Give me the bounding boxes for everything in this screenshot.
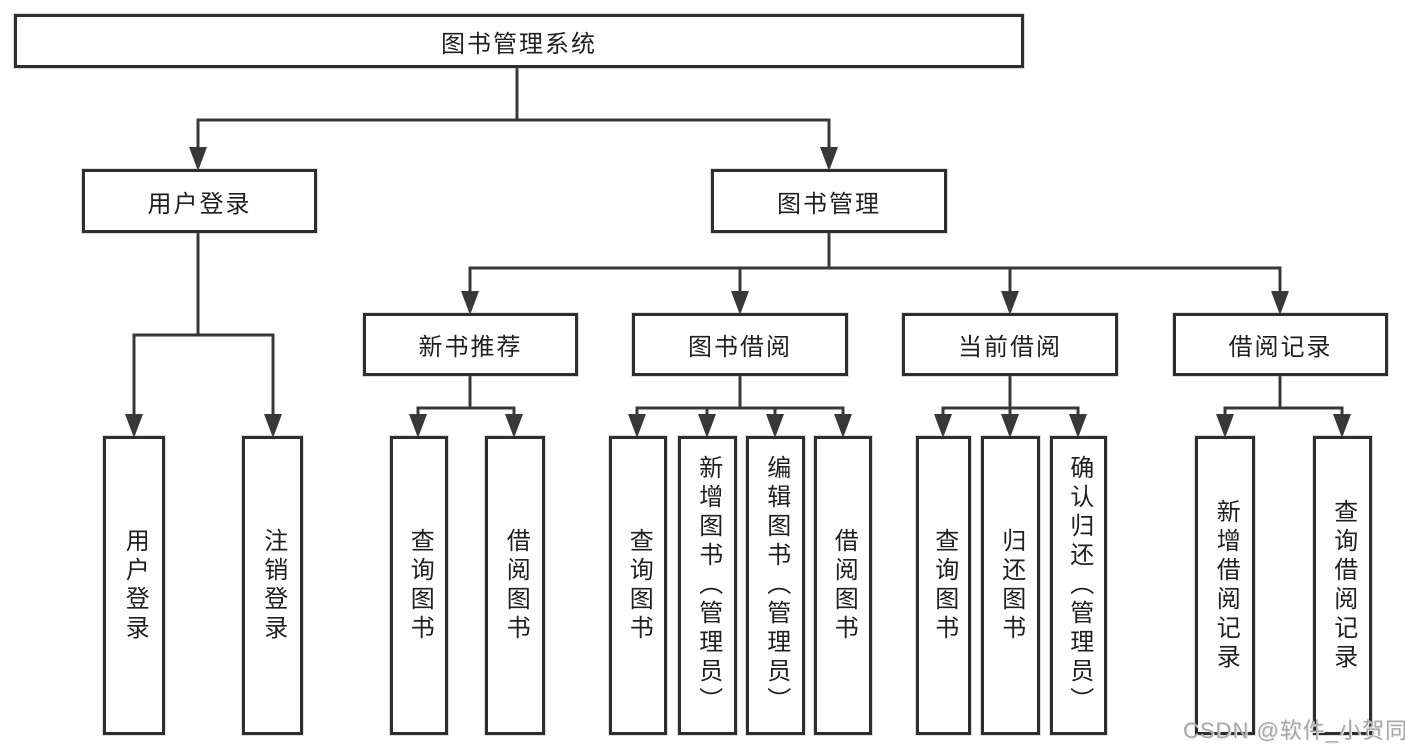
leaf-user-login-label: 用户登录 — [121, 527, 149, 644]
leaf-cb-query-books: 查询图书 — [916, 436, 971, 735]
arrowhead — [1069, 414, 1087, 438]
node-new-book-rec: 新书推荐 — [363, 313, 578, 376]
leaf-cb-confirm-return-label: 确认归还（管理员） — [1065, 455, 1093, 716]
leaf-rec-add-record-label: 新增借阅记录 — [1212, 498, 1240, 673]
connector-current-borrow-children — [934, 374, 1087, 438]
leaf-cb-query-books-label: 查询图书 — [930, 527, 958, 644]
connector-borrow-records-children — [1216, 374, 1351, 438]
node-root-label: 图书管理系统 — [441, 30, 597, 58]
leaf-bb-query-books: 查询图书 — [609, 436, 667, 735]
csdn-watermark: CSDN @软件_小贺同学 — [1183, 718, 1405, 743]
node-book-borrow-label: 图书借阅 — [688, 334, 792, 361]
arrowhead — [934, 414, 952, 438]
leaf-nbr-query-books-label: 查询图书 — [406, 527, 434, 644]
arrowhead — [505, 414, 523, 438]
leaf-logout: 注销登录 — [242, 436, 303, 735]
arrowhead — [628, 414, 646, 438]
leaf-nbr-query-books: 查询图书 — [390, 436, 448, 735]
node-borrow-records: 借阅记录 — [1173, 313, 1388, 376]
arrowhead — [189, 147, 207, 171]
node-book-mgmt: 图书管理 — [711, 169, 947, 233]
connector-book-borrow-children — [628, 374, 852, 438]
leaf-cb-return-books-label: 归还图书 — [997, 527, 1025, 644]
leaf-logout-label: 注销登录 — [259, 527, 287, 644]
connector-root-to-level2 — [189, 66, 838, 171]
leaf-bb-borrow-books-label: 借阅图书 — [830, 527, 858, 644]
arrowhead — [1216, 414, 1234, 438]
arrowhead — [1001, 291, 1019, 315]
arrowhead — [698, 414, 716, 438]
leaf-bb-add-books: 新增图书（管理员） — [678, 436, 737, 735]
node-user-login: 用户登录 — [82, 169, 317, 233]
node-book-borrow: 图书借阅 — [632, 313, 848, 376]
node-book-mgmt-label: 图书管理 — [777, 190, 881, 218]
arrowhead — [264, 414, 282, 438]
node-root: 图书管理系统 — [14, 14, 1024, 68]
arrowhead — [731, 291, 749, 315]
leaf-cb-return-books: 归还图书 — [981, 436, 1040, 735]
node-borrow-records-label: 借阅记录 — [1228, 334, 1333, 361]
arrowhead — [125, 414, 143, 438]
connector-new-book-rec-children — [409, 374, 523, 438]
connector-book-mgmt-children — [461, 231, 1289, 315]
leaf-nbr-borrow-books-label: 借阅图书 — [502, 527, 530, 644]
leaf-rec-query-record: 查询借阅记录 — [1313, 436, 1372, 735]
arrowhead — [1271, 291, 1289, 315]
arrowhead — [1001, 414, 1019, 438]
arrowhead — [409, 414, 427, 438]
leaf-nbr-borrow-books: 借阅图书 — [485, 436, 545, 735]
arrowhead — [461, 291, 479, 315]
arrowhead — [834, 414, 852, 438]
leaf-bb-edit-books-label: 编辑图书（管理员） — [762, 455, 790, 716]
leaf-rec-query-record-label: 查询借阅记录 — [1329, 498, 1357, 673]
leaf-bb-borrow-books: 借阅图书 — [814, 436, 872, 735]
node-user-login-label: 用户登录 — [147, 190, 252, 218]
leaf-cb-confirm-return: 确认归还（管理员） — [1050, 436, 1107, 735]
node-current-borrow-label: 当前借阅 — [958, 334, 1062, 361]
leaf-bb-query-books-label: 查询图书 — [625, 527, 653, 644]
arrowhead — [766, 414, 784, 438]
leaf-rec-add-record: 新增借阅记录 — [1195, 436, 1255, 735]
leaf-bb-edit-books: 编辑图书（管理员） — [746, 436, 805, 735]
arrowhead — [1333, 414, 1351, 438]
leaf-bb-add-books-label: 新增图书（管理员） — [694, 455, 722, 716]
arrowhead — [820, 147, 838, 171]
leaf-user-login: 用户登录 — [103, 436, 165, 735]
node-new-book-rec-label: 新书推荐 — [418, 334, 523, 361]
connector-user-login-children — [125, 231, 282, 438]
node-current-borrow: 当前借阅 — [902, 313, 1118, 376]
